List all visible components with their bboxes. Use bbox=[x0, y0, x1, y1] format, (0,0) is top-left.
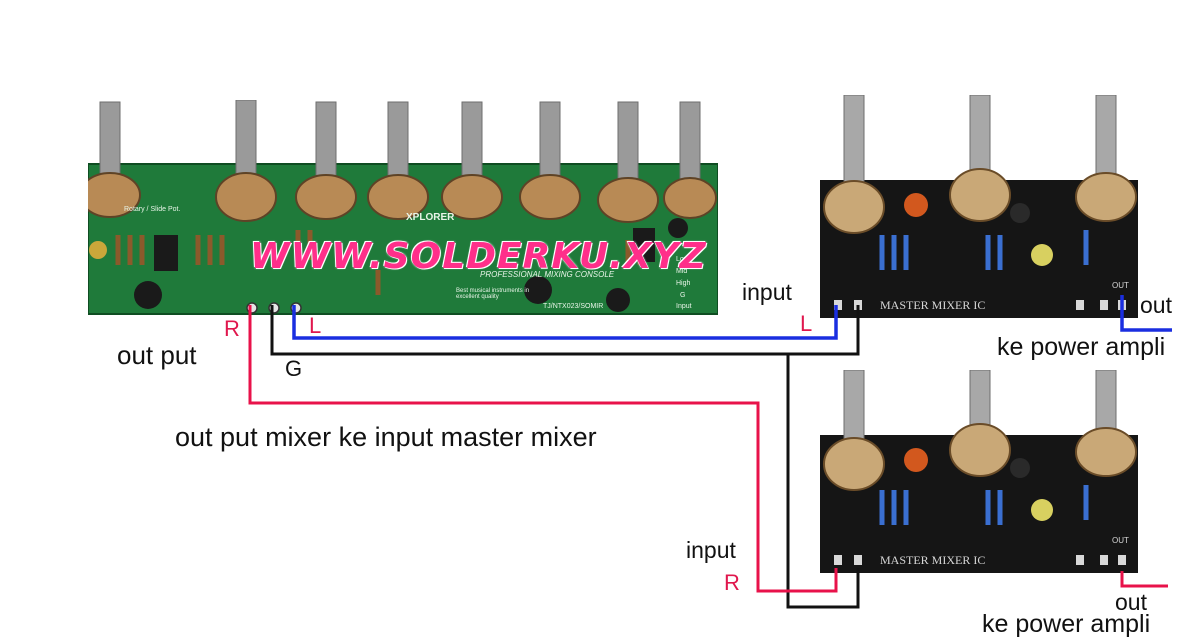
silkscreen-low: Low bbox=[676, 256, 689, 263]
label-input-top: input bbox=[742, 279, 792, 305]
label-out-put: out put bbox=[117, 340, 197, 370]
label-description: out put mixer ke input master mixer bbox=[175, 422, 597, 452]
label-r-output: R bbox=[224, 316, 240, 341]
label-out-bottom: out bbox=[1115, 589, 1147, 615]
silkscreen-high: High bbox=[676, 280, 691, 287]
silkscreen-console: PROFESSIONAL MIXING CONSOLE bbox=[480, 270, 615, 279]
silkscreen-input: Input bbox=[676, 303, 692, 310]
label-g-output: G bbox=[285, 356, 303, 381]
silkscreen-code: TJ/NTX023/SOMIR bbox=[543, 303, 604, 310]
master-board-top: MASTER MIXER IC OUT bbox=[820, 94, 1140, 320]
wire-right-channel bbox=[248, 305, 838, 593]
silkscreen-mid: Mid bbox=[676, 268, 688, 275]
wire-left-channel bbox=[292, 305, 838, 340]
master-board-bottom-title: MASTER MIXER IC bbox=[880, 553, 986, 567]
mixer-board-graphic bbox=[79, 99, 719, 315]
wire-out-top bbox=[1120, 295, 1172, 332]
label-ke-power-top: ke power ampli bbox=[997, 333, 1166, 361]
master-board-top-title: MASTER MIXER IC bbox=[880, 298, 986, 312]
wire-out-bottom bbox=[1120, 571, 1168, 588]
mixer-board: XPLORER PROFESSIONAL MIXING CONSOLE Best… bbox=[79, 99, 719, 315]
label-l-output: L bbox=[309, 313, 322, 338]
wire-ground-branch bbox=[786, 354, 860, 609]
wire-ground bbox=[270, 305, 860, 356]
master-board-bottom-graphic bbox=[820, 369, 1138, 573]
label-ke-power-bottom: ke power ampli bbox=[982, 610, 1151, 638]
silkscreen-g: G bbox=[680, 292, 686, 299]
silkscreen-tagline: Best musical instruments in excellent qu… bbox=[456, 288, 530, 300]
silkscreen-pot-note: Rotary / Slide Pot. bbox=[124, 206, 181, 213]
master-board-bottom-out-pad: OUT bbox=[1112, 536, 1129, 545]
silkscreen-brand: XPLORER bbox=[406, 212, 455, 223]
master-board-top-out-pad: OUT bbox=[1112, 281, 1129, 290]
master-board-bottom: MASTER MIXER IC OUT bbox=[820, 369, 1140, 575]
master-board-top-graphic bbox=[820, 94, 1138, 318]
label-r-input: R bbox=[724, 570, 740, 595]
label-out-top: out bbox=[1140, 292, 1172, 318]
watermark: WWW.SOLDERKU.XYZ bbox=[250, 236, 707, 277]
label-input-bottom: input bbox=[686, 537, 736, 563]
label-l-input: L bbox=[800, 311, 813, 336]
